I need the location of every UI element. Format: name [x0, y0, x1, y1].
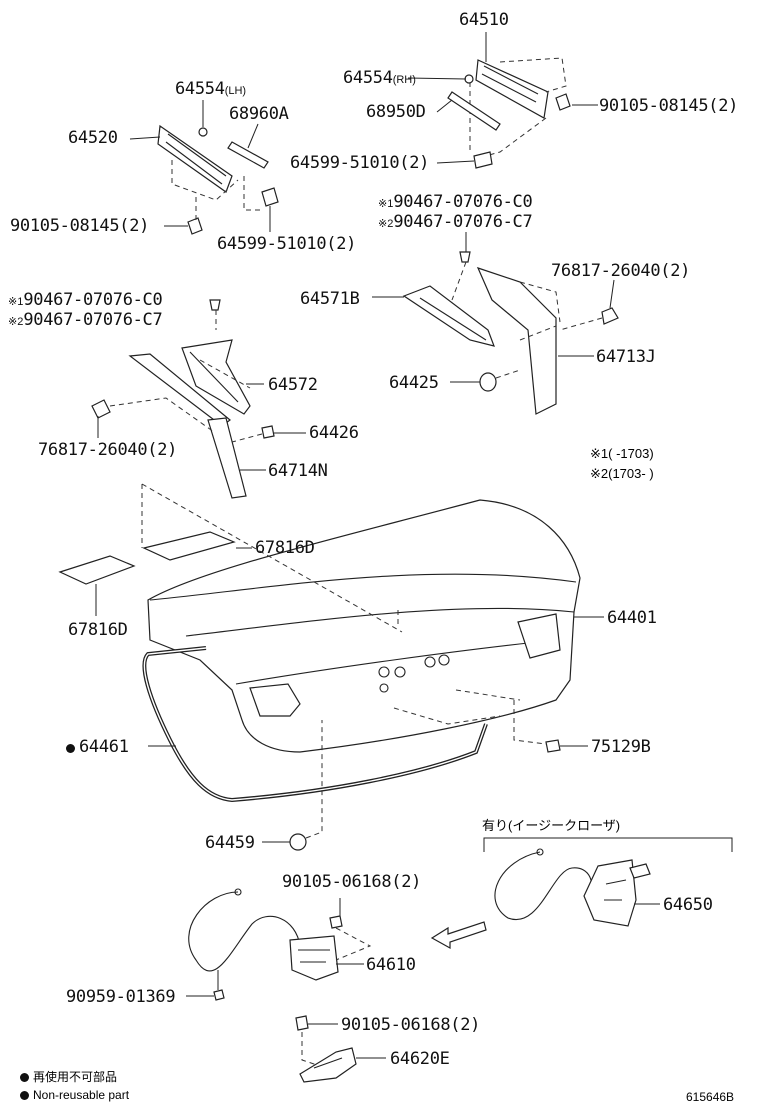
label-64426: 64426 [309, 423, 359, 443]
label-90467-c0-right: ※190467-07076-C0 [378, 192, 533, 212]
label-90467-c0-left: ※190467-07076-C0 [8, 290, 163, 310]
strut-rh [436, 91, 501, 169]
emblem-75129b [545, 739, 561, 753]
label-64713j: 64713J [596, 347, 656, 367]
easy-closer-bracket [483, 837, 733, 852]
label-64610: 64610 [366, 955, 416, 975]
lock-64610 [186, 888, 372, 1001]
label-67816d-b: 67816D [68, 620, 128, 640]
label-90467-c7-left: ※290467-07076-C7 [8, 310, 163, 330]
hinge-lh [129, 100, 239, 235]
bumper-64459 [289, 833, 307, 851]
arrow-icon [430, 921, 487, 950]
label-76817-26040-right: 76817-26040(2) [551, 261, 691, 281]
label-90105-08145-top: 90105-08145(2) [599, 96, 739, 116]
diagram-id: 615646B [686, 1090, 735, 1104]
label-64650: 64650 [663, 895, 713, 915]
hinge-rh [407, 32, 598, 159]
label-64572: 64572 [268, 375, 318, 395]
label-64571b: 64571B [300, 289, 360, 309]
label-64620e: 64620E [390, 1049, 450, 1069]
label-67816d-a: 67816D [255, 538, 315, 558]
trunk-lid [147, 499, 604, 753]
trim-right [372, 232, 619, 415]
label-90467-c7-right: ※290467-07076-C7 [378, 212, 533, 232]
label-64401: 64401 [607, 608, 657, 628]
label-64520: 64520 [68, 128, 118, 148]
label-64461: 64461 [66, 737, 129, 757]
note-1: ※1( -1703) [590, 446, 654, 461]
legend-en: Non-reusable part [20, 1088, 129, 1102]
legend-dot-icon [20, 1073, 29, 1082]
label-64714n: 64714N [268, 461, 328, 481]
label-90105-08145-left: 90105-08145(2) [10, 216, 150, 236]
pads [58, 483, 403, 633]
label-68950d: 68950D [366, 102, 426, 122]
label-68960a: 68960A [229, 104, 289, 124]
legend-jp: 再使用不可部品 [20, 1070, 117, 1084]
legend-dot-icon [20, 1091, 29, 1100]
label-easy-closer: 有り(イージークローザ) [482, 818, 621, 833]
striker-64620e [295, 1015, 386, 1083]
label-90105-06168-b: 90105-06168(2) [341, 1015, 481, 1035]
strut-lh [227, 123, 279, 232]
label-75129b: 75129B [591, 737, 651, 757]
label-90959-01369: 90959-01369 [66, 987, 176, 1007]
label-90105-06168-a: 90105-06168(2) [282, 872, 422, 892]
non-reusable-dot-icon [66, 744, 75, 753]
weatherstrip [142, 646, 488, 803]
easy-closer-64650 [494, 848, 660, 927]
note-2: ※2(1703- ) [590, 466, 654, 481]
label-64554-lh: 64554(LH) [175, 79, 247, 99]
label-64425: 64425 [389, 373, 439, 393]
label-64554-rh: 64554(RH) [343, 68, 416, 88]
label-64510: 64510 [459, 10, 509, 30]
label-64599-51010-left: 64599-51010(2) [217, 234, 357, 254]
trim-left [91, 299, 306, 499]
label-64599-51010-top: 64599-51010(2) [290, 153, 430, 173]
label-64459: 64459 [205, 833, 255, 853]
label-76817-26040-left: 76817-26040(2) [38, 440, 178, 460]
